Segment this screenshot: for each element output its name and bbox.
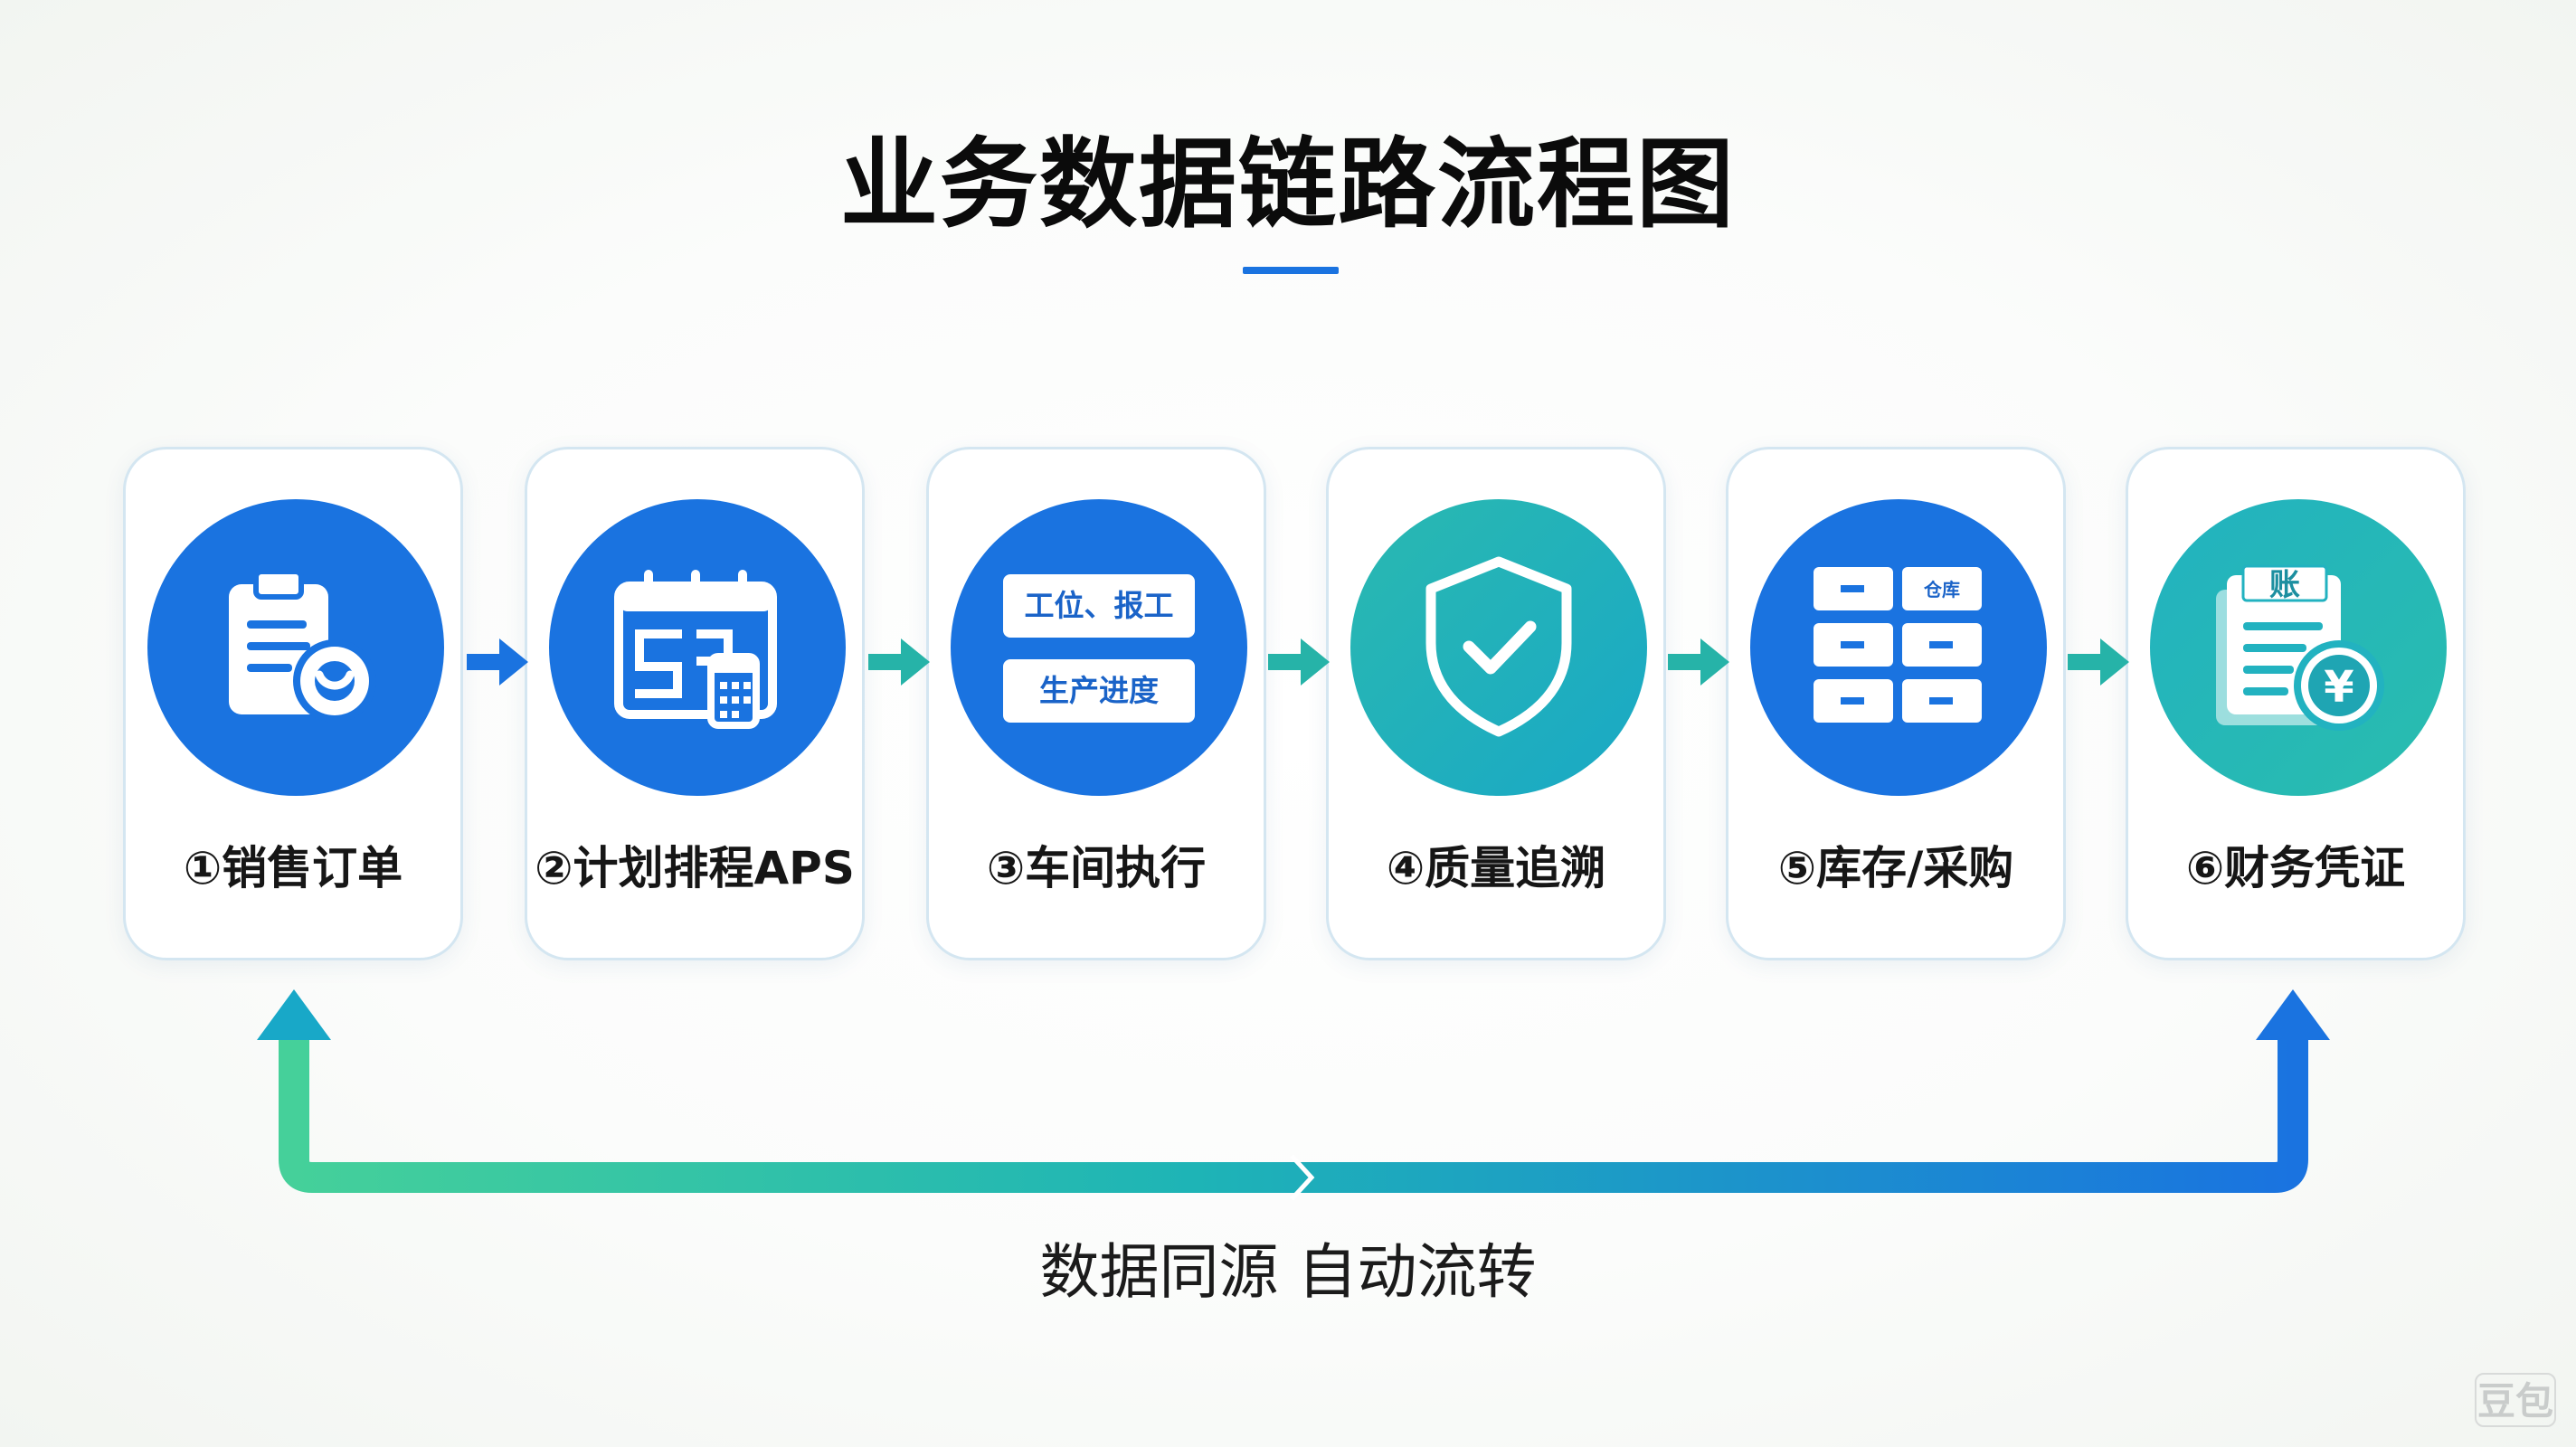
warehouse-grid-icon: 仓库	[1750, 499, 2047, 796]
step-card-inventory-purchase: 仓库 ⑤库存/采购	[1726, 447, 2066, 960]
icon-text-ledger: 账	[2269, 567, 2300, 603]
clipboard-icon	[147, 499, 444, 796]
step-card-aps-scheduling: ②计划排程APS	[525, 447, 865, 960]
diagram-title: 业务数据链路流程图	[839, 128, 1736, 241]
flow-arrow-2-to-3	[868, 638, 930, 686]
calendar-schedule-icon	[549, 499, 846, 796]
icon-text-station-report: 工位、报工	[1025, 588, 1174, 623]
title-underline	[1243, 267, 1339, 274]
step-card-quality-tracing: ④质量追溯	[1326, 447, 1666, 960]
work-report-icon: 工位、报工 生产进度	[951, 499, 1247, 796]
flow-arrow-4-to-5	[1668, 638, 1729, 686]
step-card-workshop-execution: 工位、报工 生产进度 ③车间执行	[926, 447, 1266, 960]
flow-arrow-3-to-4	[1268, 638, 1330, 686]
step-label-aps-scheduling: ②计划排程APS	[535, 842, 855, 894]
step-label-finance-voucher: ⑥财务凭证	[2185, 842, 2406, 894]
step-card-finance-voucher: 账 ¥ ⑥财务凭证	[2126, 447, 2466, 960]
icon-text-production-progress: 生产进度	[1039, 673, 1159, 708]
step-card-sales-order: ①销售订单	[123, 447, 463, 960]
loop-caption: 数据同源 自动流转	[1039, 1237, 1537, 1307]
step-label-sales-order: ①销售订单	[183, 842, 403, 894]
step-label-inventory-purchase: ⑤库存/采购	[1777, 842, 2014, 894]
step-label-quality-tracing: ④质量追溯	[1386, 842, 1606, 894]
icon-text-warehouse: 仓库	[1923, 579, 1960, 601]
watermark-logo: 豆包	[2475, 1373, 2556, 1427]
icon-text-yuan: ¥	[2324, 662, 2353, 713]
step-label-workshop-execution: ③车间执行	[986, 842, 1207, 894]
shield-check-icon	[1350, 499, 1647, 796]
ledger-yuan-icon: 账 ¥	[2150, 499, 2447, 796]
flow-arrow-5-to-6	[2068, 638, 2129, 686]
flow-arrow-1-to-2	[467, 638, 528, 686]
